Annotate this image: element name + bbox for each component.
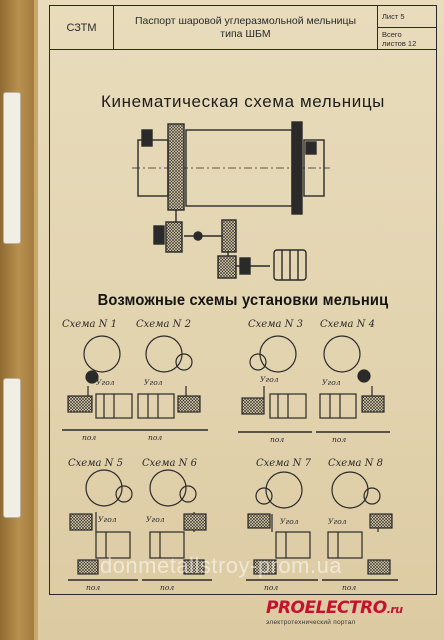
sheet-info: Лист 5 Всего листов 12 [378,6,436,49]
logo-tagline: электротехнический портал [266,619,356,626]
floor-label: пол [148,433,162,442]
binder-tab [3,378,21,518]
schemes-title: Возможные схемы установки мельниц [97,292,389,309]
scheme-label: Схема N 3 [248,319,303,330]
sheet-total: Всего листов 12 [378,27,436,49]
proelectro-logo: PROELECTRO.ru электротехнический портал [266,598,442,638]
sheet-number: Лист 5 [378,6,436,27]
doc-title: Паспорт шаровой углеразмольной мельницы … [114,6,378,49]
sheet-total-label: Всего [382,29,402,39]
angle-label: Угол [96,378,115,387]
floor-label: пол [342,583,356,592]
angle-label: Угол [146,515,165,524]
angle-label: Угол [260,375,279,384]
floor-label: пол [86,583,100,592]
scheme-8: Схема N 8 Угол пол [322,458,398,592]
angle-label: Угол [280,517,299,526]
scheme-5: Схема N 5 Угол пол [68,458,138,592]
kinematic-title: Кинематическая схема мельницы [100,92,386,111]
scheme-label: Схема N 6 [142,458,198,469]
title-block: СЗТМ Паспорт шаровой углеразмольной мель… [50,6,436,50]
drawing-frame: СЗТМ Паспорт шаровой углеразмольной мель… [49,5,437,595]
angle-label: Угол [322,378,341,387]
scheme-4: Схема N 4 Угол пол [316,319,390,444]
scheme-label: Схема N 5 [68,458,123,469]
scheme-3: Схема N 3 Угол пол [238,319,312,444]
logo-brand-suffix: .ru [386,603,403,616]
scheme-label: Схема N 1 [62,319,117,330]
kinematic-diagram [132,121,330,281]
document-sheet: СЗТМ Паспорт шаровой углеразмольной мель… [38,0,444,640]
scheme-label: Схема N 4 [320,319,375,330]
scheme-7: Схема N 7 Угол пол [246,458,318,592]
angle-label: Угол [144,378,163,387]
floor-label: пол [82,433,96,442]
technical-drawing: Схема N 1 Угол пол Схема N 2 [62,121,398,592]
logo-brand: PROELECTRO.ru [266,598,442,618]
scheme-label: Схема N 2 [136,319,191,330]
watermark-text: donmetallstroy-prom.ua [99,553,343,578]
scheme-label: Схема N 8 [328,458,383,469]
scheme-label: Схема N 7 [256,458,312,469]
sheet-number-text: Лист 5 [382,12,405,21]
binder-tab [3,92,21,244]
angle-label: Угол [98,515,117,524]
floor-label: пол [270,435,284,444]
doc-title-line1: Паспорт шаровой углеразмольной мельницы [134,14,357,27]
floor-label: пол [332,435,346,444]
sheet-total-value: листов 12 [382,38,417,48]
scheme-2: Схема N 2 Угол пол [134,319,208,442]
floor-label: пол [264,583,278,592]
scheme-1: Схема N 1 Угол пол [62,319,134,442]
doc-code: СЗТМ [50,6,114,49]
logo-brand-name: PROELECTRO [266,598,387,618]
floor-label: пол [160,583,174,592]
binder-spine [0,0,34,640]
doc-title-line2: типа ШБМ [220,27,271,40]
scheme-6: Схема N 6 Угол пол [142,458,212,592]
angle-label: Угол [328,517,347,526]
